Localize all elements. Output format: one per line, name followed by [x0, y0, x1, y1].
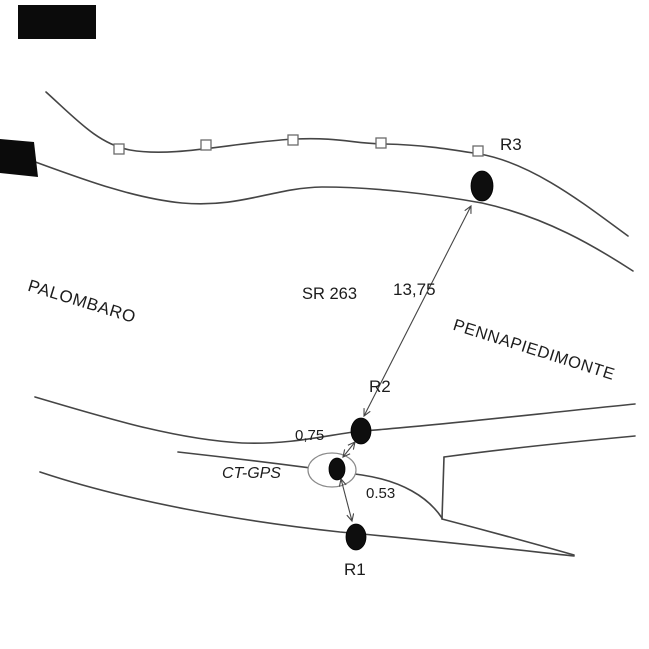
bottom-road-inner-edge — [177, 451, 443, 519]
side-road-left-edge — [441, 456, 445, 520]
distance-label-station-r1: 0.53 — [366, 485, 396, 502]
black-bar-top-left — [18, 5, 96, 39]
bottom-road-outer-edge — [39, 471, 575, 557]
distance-line-r2-r3 — [363, 204, 472, 418]
distance-line-station-r1 — [338, 477, 355, 523]
survey-square — [375, 137, 387, 149]
side-road-bottom-edge — [441, 518, 575, 556]
top-road-lower-edge — [1, 149, 634, 272]
marker-r1-dot — [345, 523, 367, 551]
marker-r3-dot — [470, 170, 494, 202]
marker-label-r3: R3 — [500, 135, 522, 154]
station-dot — [328, 457, 346, 481]
survey-square — [472, 145, 484, 157]
survey-square — [200, 139, 212, 151]
marker-r2-dot — [350, 417, 372, 445]
distance-label-station-r2: 0,75 — [295, 427, 325, 444]
survey-square — [287, 134, 299, 146]
black-bar-left-edge — [0, 139, 38, 177]
survey-square — [113, 143, 125, 155]
top-road-upper-edge — [45, 91, 629, 237]
marker-label-r1: R1 — [344, 560, 366, 579]
distance-label-r2-r3: 13,75 — [393, 280, 436, 299]
marker-label-r2: R2 — [369, 377, 391, 396]
station-label: CT-GPS — [222, 465, 281, 482]
junction-south-edge — [443, 435, 636, 458]
distance-line-station-r2 — [342, 441, 356, 458]
bottom-road-upper-edge — [34, 396, 636, 445]
road-name-label: SR 263 — [302, 285, 358, 303]
